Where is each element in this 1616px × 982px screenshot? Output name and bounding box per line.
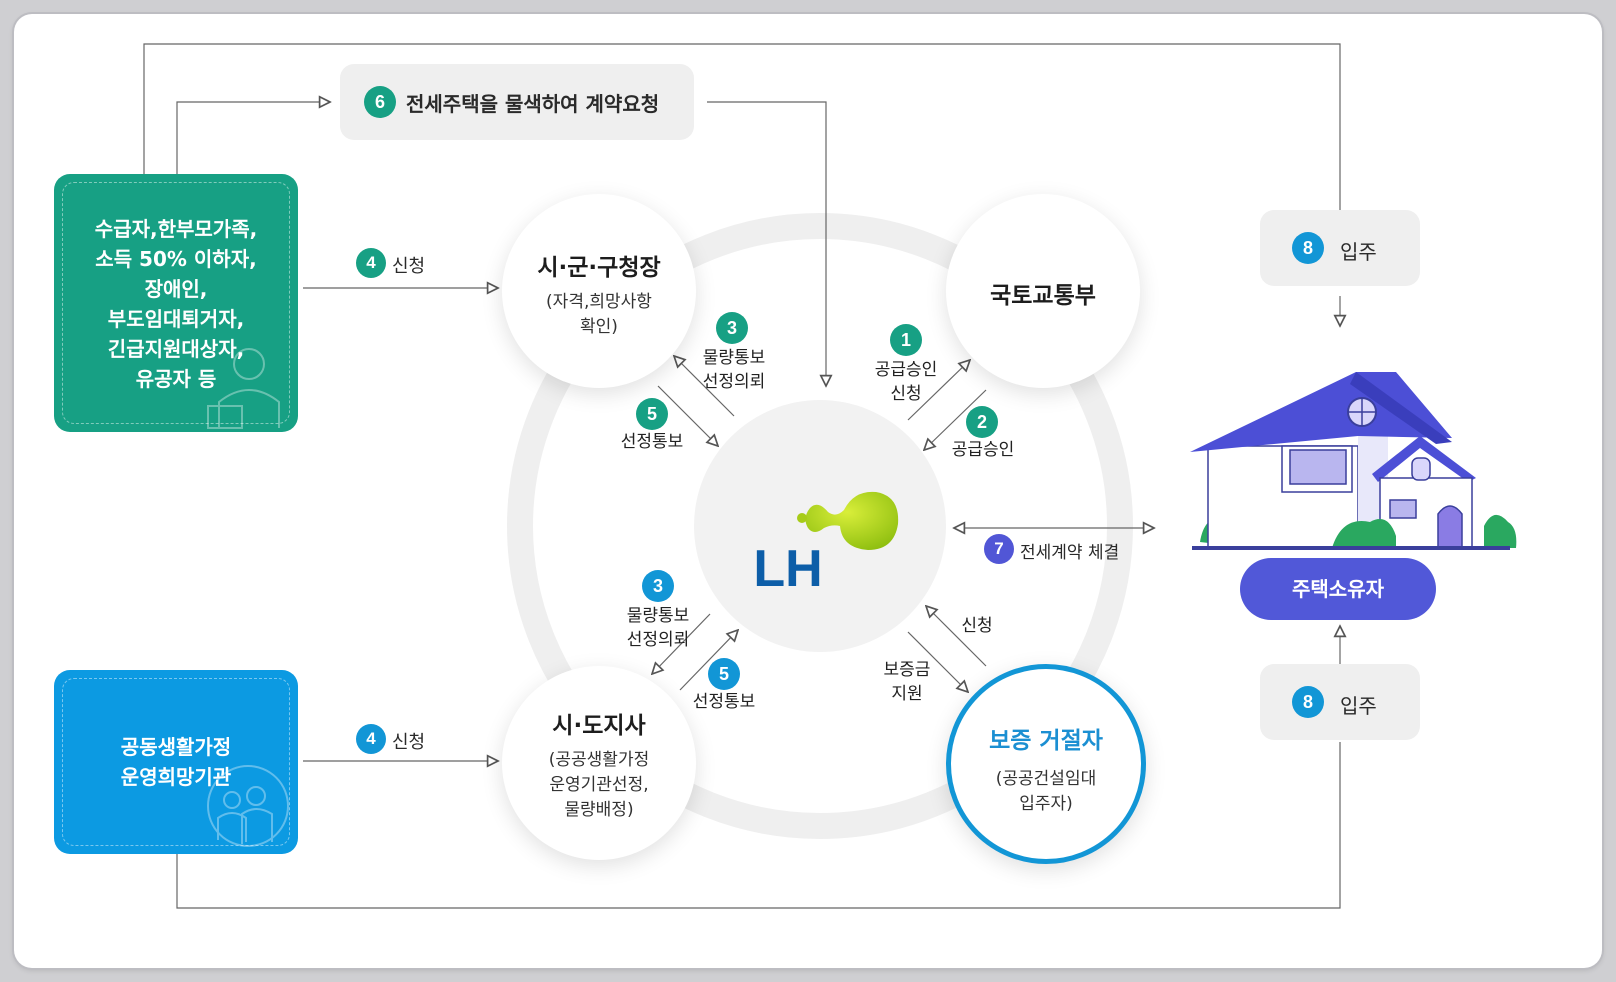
step6-badge: 6 [364, 86, 396, 118]
connector-lines [143, 43, 1602, 909]
move-in-bottom-badge: 8 [1292, 686, 1324, 718]
lh-logo-icon: LH [753, 491, 899, 598]
step4-bottom-label: 신청 [392, 732, 426, 753]
move-in-top-label: 입주 [1340, 240, 1377, 264]
city-title: 시·군·구청장 [537, 255, 661, 281]
step6-label: 전세주택을 물색하여 계약요청 [406, 92, 660, 116]
move-in-top-pill [1260, 210, 1420, 286]
rejected-deposit-label: 보증금 지원 [883, 660, 931, 704]
flow-diagram: 수급자,한부모가족, 소득 50% 이하자, 장애인, 부도임대퇴거자, 긴급지… [14, 14, 1602, 968]
step6-pill [340, 64, 694, 140]
lh-logo-text: LH [753, 540, 822, 598]
house-icon [1190, 372, 1517, 550]
province-circle: 시·도지사 (공공생활가정 운영기관선정, 물량배정) [502, 666, 696, 860]
ministry-title: 국토교통부 [990, 283, 1096, 309]
province-step3-label: 물량통보 선정의뢰 [626, 606, 690, 650]
operators-box-border [62, 678, 290, 846]
lh-circle: LH [694, 400, 946, 652]
step4-bottom-badge: 4 [356, 724, 386, 754]
city-step5-badge: 5 [636, 398, 668, 430]
city-circle: 시·군·구청장 (자격,희망사항 확인) [502, 194, 696, 388]
person-icon [207, 348, 280, 429]
rejected-title: 보증 거절자 [989, 728, 1103, 754]
step4-top-badge: 4 [356, 248, 386, 278]
rejected-apply-label: 신청 [961, 616, 993, 636]
ministry-step1-badge: 1 [890, 324, 922, 356]
recipients-box: 수급자,한부모가족, 소득 50% 이하자, 장애인, 부도임대퇴거자, 긴급지… [54, 174, 298, 432]
ministry-circle: 국토교통부 [946, 194, 1140, 388]
group-icon [207, 765, 289, 847]
city-step5-label: 선정통보 [620, 432, 684, 452]
move-in-bottom-label: 입주 [1340, 694, 1377, 718]
city-step3-label: 물량통보 선정의뢰 [702, 348, 766, 392]
recipients-box-border [62, 182, 290, 424]
rejected-circle: 보증 거절자 (공공건설임대 입주자) [946, 664, 1146, 864]
operators-box: 공동생활가정 운영희망기관 [54, 670, 298, 854]
province-step3-badge: 3 [642, 570, 674, 602]
province-title: 시·도지사 [552, 713, 646, 739]
ministry-step1-label: 공급승인 신청 [874, 360, 938, 404]
ministry-step2-label: 공급승인 [951, 440, 1015, 460]
city-sub: (자격,희망사항 확인) [546, 292, 652, 337]
move-in-top-badge: 8 [1292, 232, 1324, 264]
step4-top-label: 신청 [392, 256, 426, 277]
ministry-step2-badge: 2 [966, 406, 998, 438]
rejected-sub: (공공건설임대 입주자) [995, 769, 1097, 814]
owner-badge: 주택소유자 [1240, 558, 1436, 620]
province-step5-label: 선정통보 [692, 692, 756, 712]
contract-step7-label: 전세계약 체결 [1020, 543, 1120, 563]
province-sub: (공공생활가정 운영기관선정, 물량배정) [548, 750, 650, 820]
contract-step7-badge: 7 [984, 534, 1014, 564]
move-in-bottom-pill [1260, 664, 1420, 740]
city-step3-badge: 3 [716, 312, 748, 344]
recipients-label: 수급자,한부모가족, 소득 50% 이하자, 장애인, 부도임대퇴거자, 긴급지… [94, 217, 258, 391]
diagram-frame: 수급자,한부모가족, 소득 50% 이하자, 장애인, 부도임대퇴거자, 긴급지… [14, 14, 1602, 968]
province-step5-badge: 5 [708, 658, 740, 690]
operators-label: 공동생활가정 운영희망기관 [120, 735, 232, 789]
